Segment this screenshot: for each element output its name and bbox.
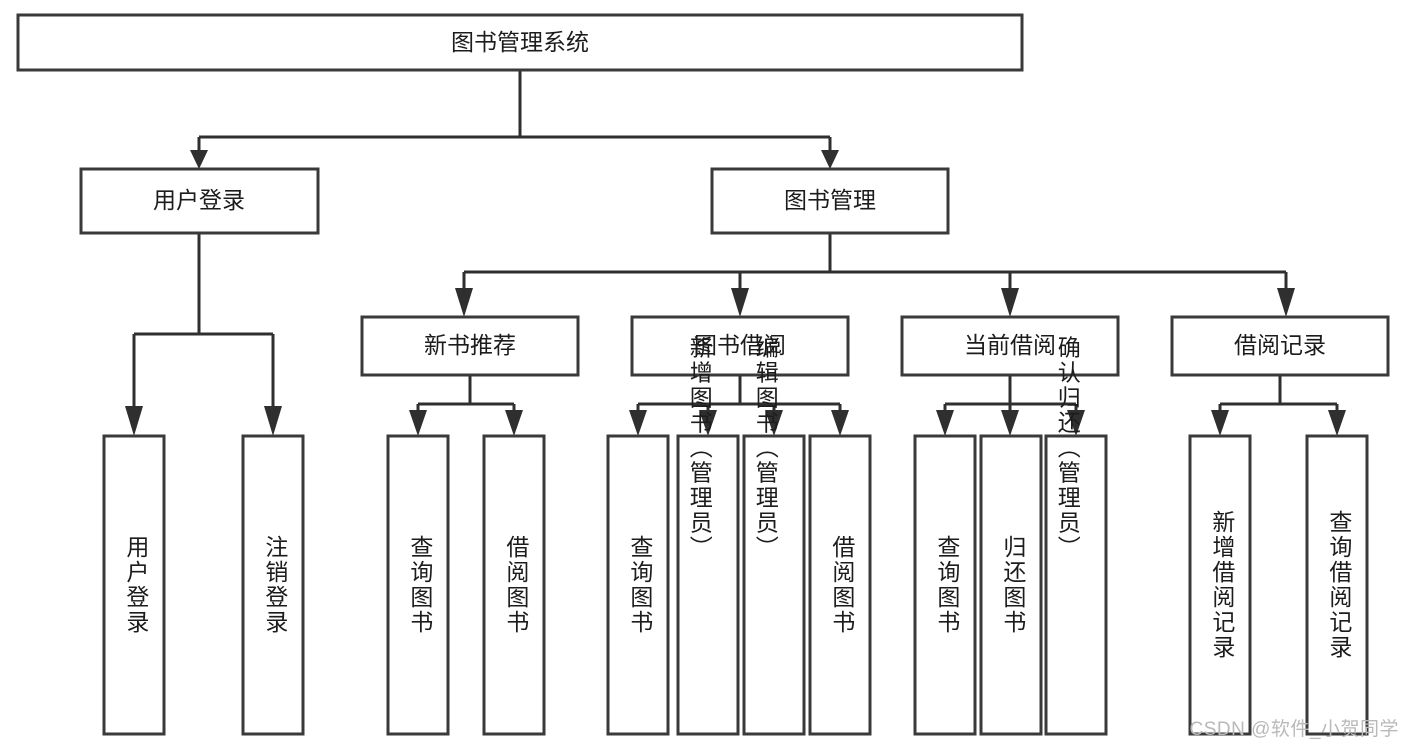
leaf-add-book-admin-box[interactable]: [676, 434, 740, 736]
arrow-records-to-leaf1: [1211, 410, 1229, 436]
leaf-borrow-book-newbook[interactable]: 借阅图书: [482, 434, 546, 736]
node-root-system[interactable]: 图书管理系统: [16, 13, 1024, 72]
leaf-search-book-current-label: 查询图书: [934, 535, 961, 635]
arrow-bookmgmt-to-current: [1001, 288, 1019, 317]
arrow-current-to-leaf2: [1001, 410, 1019, 436]
leaf-search-book-newbook-box[interactable]: [386, 434, 450, 736]
leaf-user-login-label: 用户登录: [123, 535, 150, 635]
connector-layer: [125, 70, 1346, 436]
node-book-management[interactable]: 图书管理: [710, 167, 950, 235]
leaf-confirm-return-admin-label: 确认归还（管理员）: [1054, 336, 1081, 561]
leaf-add-book-admin[interactable]: 新增图书（管理员）: [676, 336, 740, 736]
leaf-borrow-book-newbook-box[interactable]: [482, 434, 546, 736]
node-borrow-records-label: 借阅记录: [1234, 332, 1326, 358]
node-root-system-label: 图书管理系统: [451, 29, 589, 55]
arrow-userlogin-to-leaf1: [125, 406, 143, 436]
leaf-add-borrow-record[interactable]: 新增借阅记录: [1188, 434, 1252, 736]
node-book-borrow-label: 图书借阅: [694, 332, 786, 358]
leaf-search-book-newbook-label: 查询图书: [407, 535, 434, 635]
leaf-search-book-borrow-label: 查询图书: [627, 535, 654, 635]
node-borrow-records-box[interactable]: [1170, 315, 1390, 377]
leaf-edit-book-admin[interactable]: 编辑图书（管理员）: [742, 336, 806, 736]
arrow-root-to-user-login: [190, 150, 208, 169]
arrow-borrow-to-leaf1: [629, 410, 647, 436]
node-book-borrow-box[interactable]: [630, 315, 850, 377]
leaf-return-book[interactable]: 归还图书: [979, 434, 1043, 736]
leaf-logout-box[interactable]: [241, 434, 305, 736]
leaf-search-book-newbook[interactable]: 查询图书: [386, 434, 450, 736]
node-book-management-box[interactable]: [710, 167, 950, 235]
node-book-borrow[interactable]: 图书借阅: [630, 315, 850, 377]
arrow-current-to-leaf1: [936, 410, 954, 436]
arrow-bookmgmt-to-records: [1277, 288, 1295, 317]
leaf-user-login[interactable]: 用户登录: [102, 434, 166, 736]
node-user-login-box[interactable]: [79, 167, 320, 235]
leaf-borrow-book-borrow[interactable]: 借阅图书: [808, 434, 872, 736]
leaf-borrow-book-newbook-label: 借阅图书: [503, 535, 530, 635]
leaf-search-borrow-record-label: 查询借阅记录: [1326, 510, 1353, 660]
leaf-add-book-admin-label: 新增图书（管理员）: [686, 336, 713, 561]
leaf-add-borrow-record-label: 新增借阅记录: [1209, 510, 1236, 660]
arrow-current-to-leaf3: [1067, 410, 1085, 436]
leaf-borrow-book-borrow-label: 借阅图书: [829, 535, 856, 635]
leaf-logout-label: 注销登录: [262, 535, 289, 635]
leaf-return-book-label: 归还图书: [1000, 535, 1027, 635]
node-borrow-records[interactable]: 借阅记录: [1170, 315, 1390, 377]
node-current-borrow-label: 当前借阅: [964, 332, 1056, 358]
arrow-records-to-leaf2: [1328, 410, 1346, 436]
node-new-book-recommend[interactable]: 新书推荐: [360, 315, 580, 377]
node-new-book-recommend-box[interactable]: [360, 315, 580, 377]
node-user-login-label: 用户登录: [153, 187, 245, 213]
leaf-edit-book-admin-box[interactable]: [742, 434, 806, 736]
node-root-system-box[interactable]: [16, 13, 1024, 72]
leaf-user-login-box[interactable]: [102, 434, 166, 736]
node-user-login[interactable]: 用户登录: [79, 167, 320, 235]
leaf-confirm-return-admin-box[interactable]: [1044, 434, 1108, 736]
node-current-borrow[interactable]: 当前借阅: [900, 315, 1120, 377]
leaf-return-book-box[interactable]: [979, 434, 1043, 736]
arrow-borrow-to-leaf2: [699, 410, 717, 436]
leaf-borrow-book-borrow-box[interactable]: [808, 434, 872, 736]
arrow-userlogin-to-leaf2: [264, 406, 282, 436]
arrow-bookmgmt-to-borrow: [731, 288, 749, 317]
node-book-management-label: 图书管理: [784, 187, 876, 213]
leaf-confirm-return-admin[interactable]: 确认归还（管理员）: [1044, 336, 1108, 736]
leaf-search-book-current[interactable]: 查询图书: [913, 434, 977, 736]
leaf-edit-book-admin-label: 编辑图书（管理员）: [752, 336, 779, 561]
arrow-borrow-to-leaf3: [765, 410, 783, 436]
leaf-search-book-borrow-box[interactable]: [606, 434, 670, 736]
arrow-root-to-book-mgmt: [821, 150, 839, 169]
watermark-label: CSDN @软件_小贺同学: [1189, 719, 1399, 740]
leaf-search-borrow-record-box[interactable]: [1305, 434, 1369, 736]
leaf-search-book-borrow[interactable]: 查询图书: [606, 434, 670, 736]
leaf-logout[interactable]: 注销登录: [241, 434, 305, 736]
leaf-search-book-current-box[interactable]: [913, 434, 977, 736]
leaf-search-borrow-record[interactable]: 查询借阅记录: [1305, 434, 1369, 736]
node-current-borrow-box[interactable]: [900, 315, 1120, 377]
arrow-bookmgmt-to-newbook: [455, 288, 473, 317]
arrow-borrow-to-leaf4: [831, 410, 849, 436]
arrow-newbook-to-leaf2: [505, 410, 523, 436]
leaf-add-borrow-record-box[interactable]: [1188, 434, 1252, 736]
node-new-book-recommend-label: 新书推荐: [424, 332, 516, 358]
arrow-newbook-to-leaf1: [409, 410, 427, 436]
